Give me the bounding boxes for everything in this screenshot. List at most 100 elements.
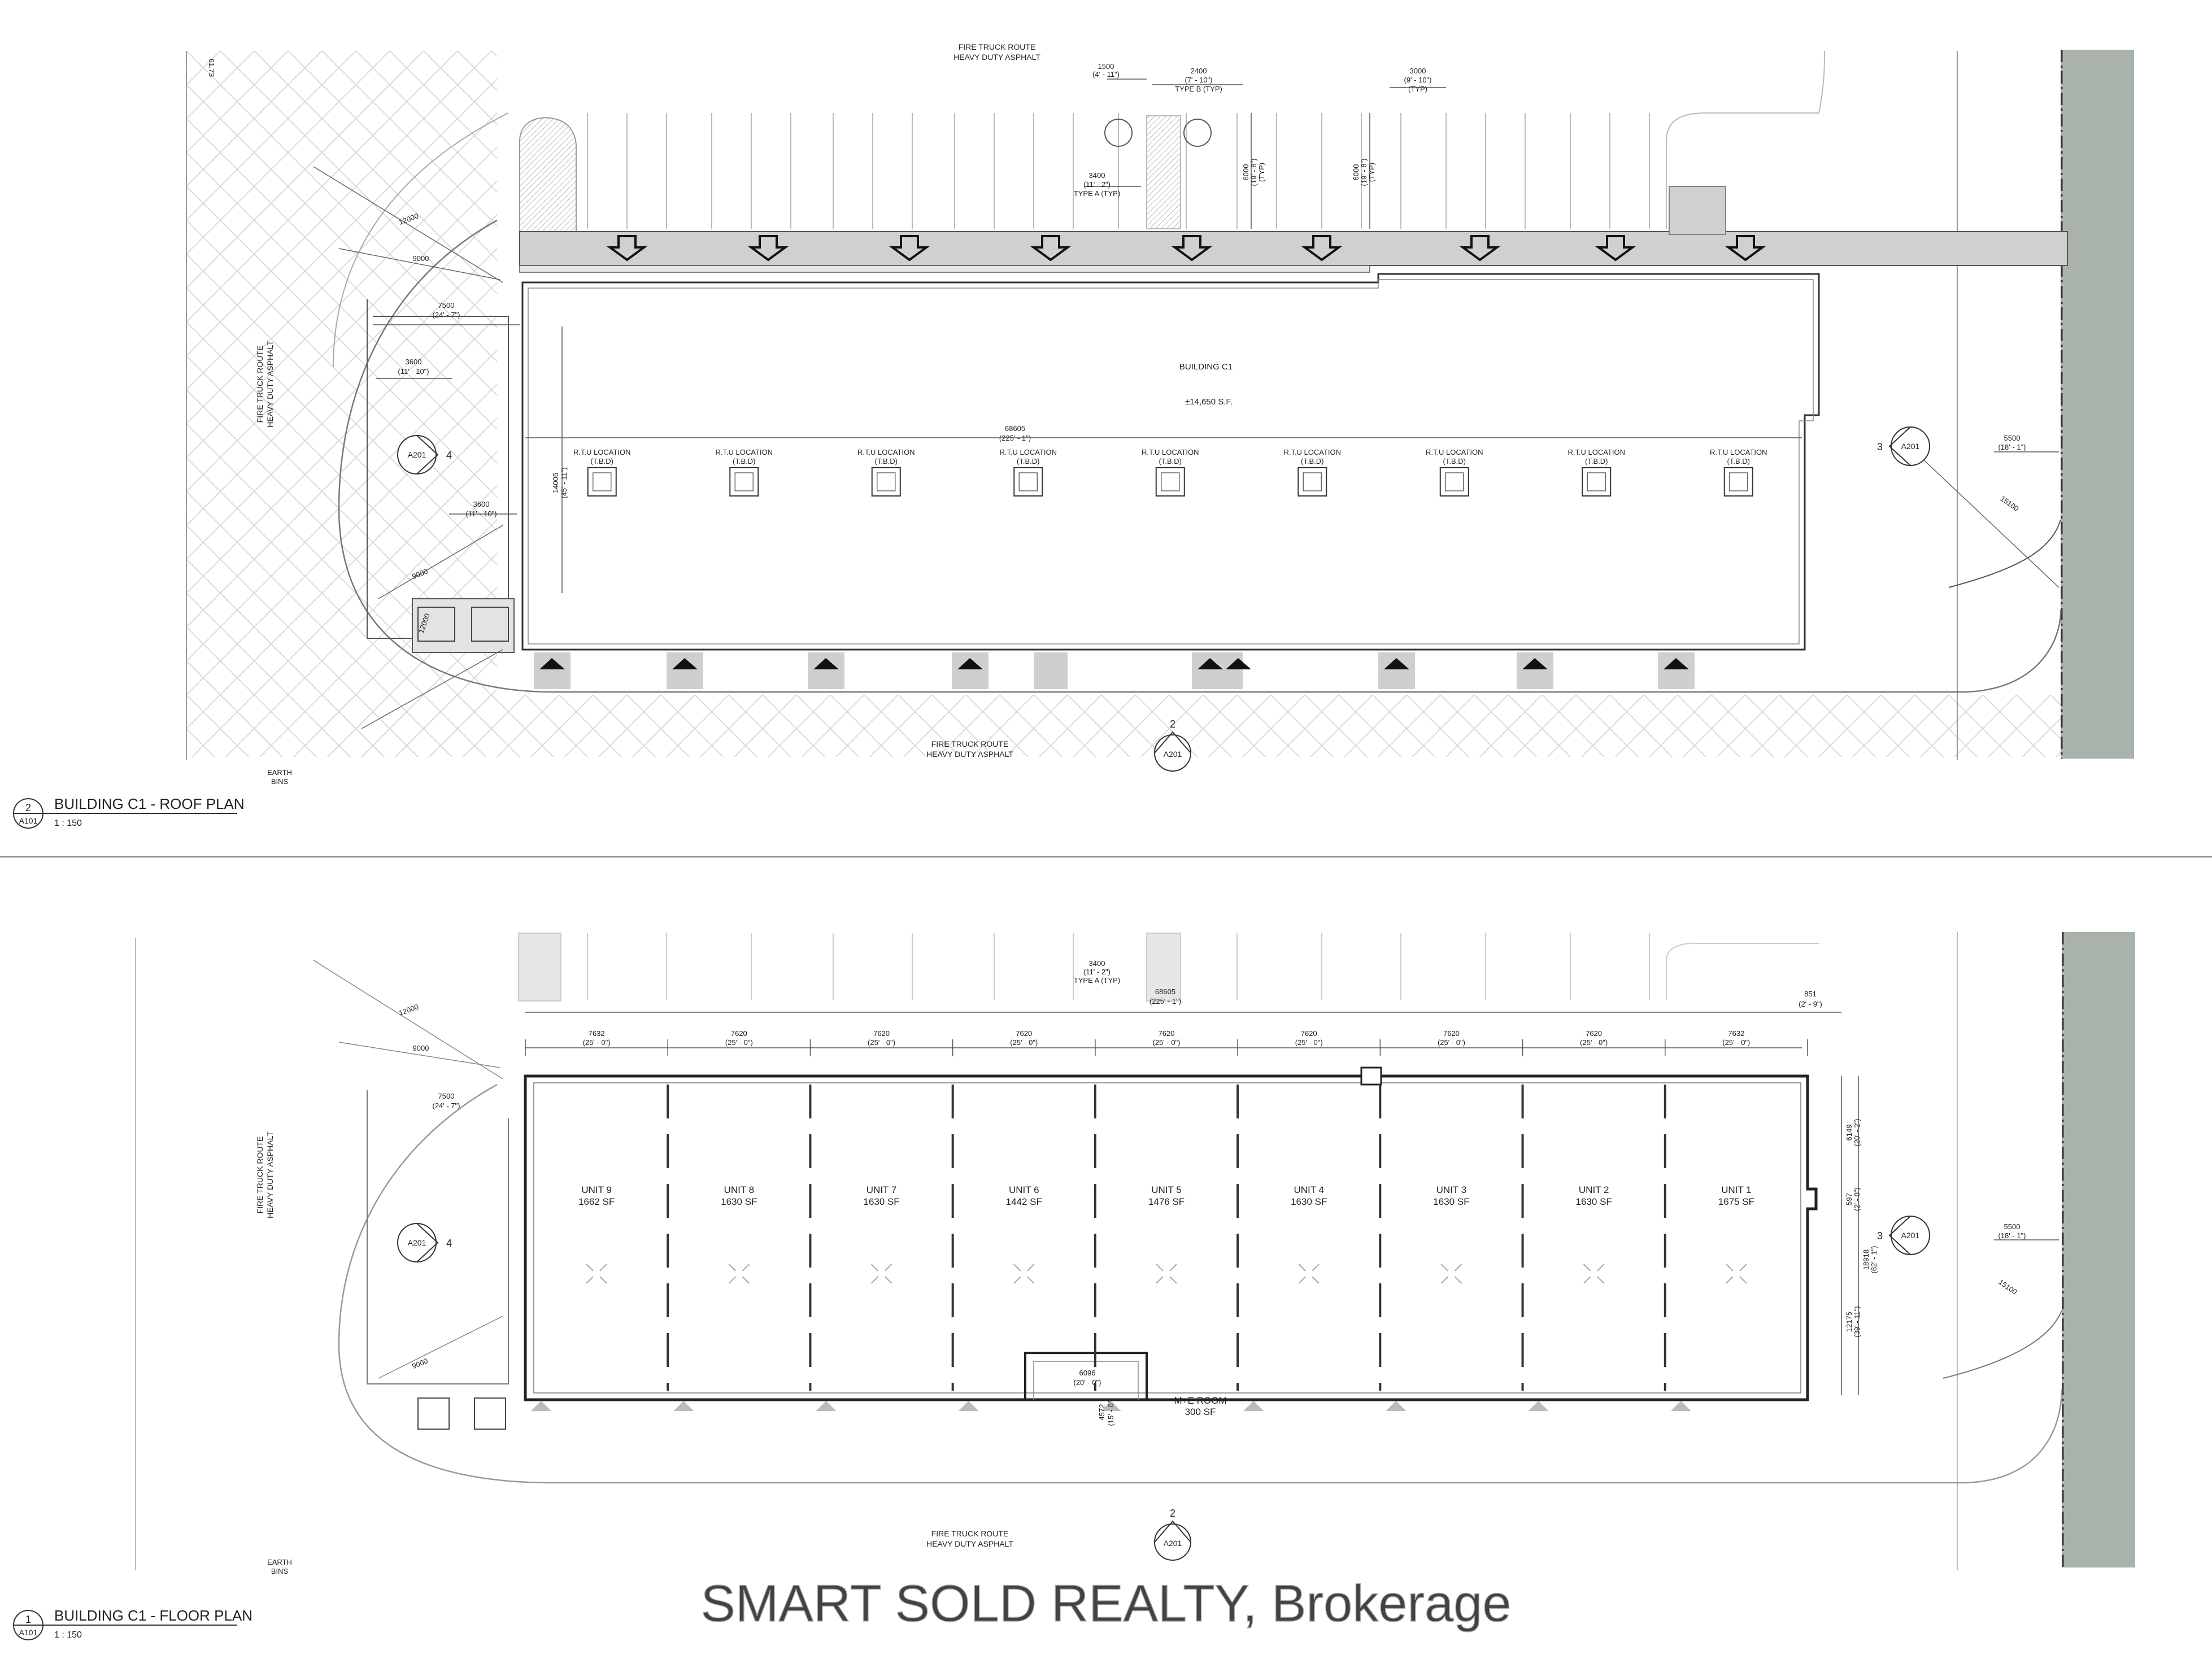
route-top-line1: FIRE TRUCK ROUTE xyxy=(959,42,1036,51)
rtu-label: R.T.U LOCATION xyxy=(999,448,1057,456)
svg-text:4: 4 xyxy=(446,1238,452,1249)
right-dim-total: 18918 xyxy=(1862,1249,1870,1270)
rtu-box-inner xyxy=(1161,472,1180,491)
dim-3400-ft: (11' - 2") xyxy=(1083,180,1111,189)
rtu-box xyxy=(1297,467,1327,497)
rtu-unit: R.T.U LOCATION(T.B.D) xyxy=(857,448,915,497)
dim-3600b-ft: (11' - 10") xyxy=(465,510,497,518)
rear-door-marker xyxy=(673,1401,694,1411)
unit-name: UNIT 4 xyxy=(1294,1185,1324,1195)
unit-area: 1476 SF xyxy=(1148,1196,1185,1207)
roof-dimension-lines xyxy=(373,79,2059,593)
dim-1500: 1500 xyxy=(1098,62,1114,71)
unit-area: 1630 SF xyxy=(1576,1196,1612,1207)
rear-door-marker xyxy=(1386,1401,1407,1411)
floor-section-tag-4[interactable]: A201 4 xyxy=(397,1223,452,1262)
floor-overall-length-ft: (225' - 1") xyxy=(1149,997,1181,1005)
landscape-strip xyxy=(2061,50,2134,759)
rtu-label: R.T.U LOCATION xyxy=(715,448,773,456)
unit-name: UNIT 5 xyxy=(1151,1185,1182,1195)
floor-dim-7500-ft: (24' - 7") xyxy=(433,1101,460,1110)
rtu-label-tbd: (T.B.D) xyxy=(875,457,898,465)
dim-7500-ft: (24' - 7") xyxy=(433,311,460,319)
svg-text:BUILDING C1 - ROOF PLAN: BUILDING C1 - ROOF PLAN xyxy=(54,795,245,812)
bay-dim-ft: (25' - 0") xyxy=(1153,1038,1181,1047)
rtu-unit: R.T.U LOCATION(T.B.D) xyxy=(573,448,631,497)
floor-route-bottom-line1: FIRE TRUCK ROUTE xyxy=(931,1529,1009,1538)
unit-center-mark-icon xyxy=(1156,1264,1177,1284)
dim-2400-ft: (7' - 10") xyxy=(1185,76,1213,84)
heavy-duty-asphalt-bottom xyxy=(316,695,2073,757)
rtu-box-inner xyxy=(877,472,896,491)
rtu-label: R.T.U LOCATION xyxy=(1567,448,1625,456)
rtu-box xyxy=(1723,467,1753,497)
rtu-unit: R.T.U LOCATION(T.B.D) xyxy=(1283,448,1341,497)
rear-door-marker xyxy=(816,1401,837,1411)
section-tag-4[interactable]: A201 4 xyxy=(397,435,452,474)
unit-center-mark-icon xyxy=(1583,1264,1605,1284)
bay-dim: 7620 xyxy=(1301,1029,1317,1038)
parking-ref-type: TYPE A (TYP) xyxy=(1074,976,1120,985)
svg-text:2: 2 xyxy=(1170,1508,1175,1519)
unit-area: 1675 SF xyxy=(1718,1196,1754,1207)
bay-dim-ft: (25' - 0") xyxy=(868,1038,895,1047)
section-tag-3[interactable]: A201 3 xyxy=(1877,426,1930,466)
floor-dimension-lines xyxy=(525,1012,2059,1395)
svg-text:A101: A101 xyxy=(19,816,38,825)
rtu-label: R.T.U LOCATION xyxy=(1142,448,1199,456)
parking-ref-mm: 3400 xyxy=(1089,959,1105,968)
right-dim-mid-ft: (2' - 0") xyxy=(1853,1187,1861,1211)
floor-section-tag-3[interactable]: A201 3 xyxy=(1877,1216,1930,1255)
rtu-box-inner xyxy=(1303,472,1322,491)
dim-3000-typ: (TYP) xyxy=(1408,85,1427,93)
bin-1 xyxy=(417,607,455,642)
unit-area: 1662 SF xyxy=(578,1196,615,1207)
svg-text:A201: A201 xyxy=(408,450,426,459)
dim-3000-ft: (9' - 10") xyxy=(1404,76,1432,84)
section-tag-2[interactable]: A201 2 xyxy=(1154,719,1191,772)
svg-text:2: 2 xyxy=(1170,719,1175,730)
column-center xyxy=(1360,1066,1382,1086)
drive-aisle-curve xyxy=(338,219,2062,693)
route-left-line1: FIRE TRUCK ROUTE xyxy=(255,346,264,423)
depth-mm: 14005 xyxy=(551,473,560,493)
bay-dim: 7632 xyxy=(589,1029,605,1038)
rear-door-marker xyxy=(1100,1401,1121,1411)
dim-2400-type: TYPE B (TYP) xyxy=(1175,85,1222,93)
overall-length-ft: (225' - 1") xyxy=(999,434,1031,442)
right-dim-total-ft: (62' - 1") xyxy=(1870,1246,1878,1274)
floor-route-left-line1: FIRE TRUCK ROUTE xyxy=(255,1137,264,1214)
rtu-box-inner xyxy=(593,472,612,491)
unit-name: UNIT 1 xyxy=(1721,1185,1752,1195)
building-exterior-wall-inner xyxy=(533,1082,1801,1394)
floor-plan-title-block: 1 A101 BUILDING C1 - FLOOR PLAN 1 : 150 xyxy=(13,1607,252,1640)
dim-3600a-ft: (11' - 10") xyxy=(398,367,429,376)
rtu-box xyxy=(871,467,901,497)
floor-plan: 68605 (225' - 1") 851 (2' - 9") 3400 (11… xyxy=(13,932,2135,1640)
floor-radius-9000a: 9000 xyxy=(413,1044,429,1052)
parking-stalls-top-floor xyxy=(518,933,1819,1002)
dim-6000a: 6000 xyxy=(1242,164,1250,181)
svg-text:1 : 150: 1 : 150 xyxy=(54,818,82,828)
rtu-unit: R.T.U LOCATION(T.B.D) xyxy=(1142,448,1199,497)
dim-5500: 5500 xyxy=(2004,434,2021,442)
floor-overall-length: 68605 xyxy=(1155,987,1175,996)
rtu-label: R.T.U LOCATION xyxy=(1283,448,1341,456)
floor-dim-7500: 7500 xyxy=(438,1092,455,1100)
rear-door-marker xyxy=(1670,1401,1691,1411)
rtu-label-tbd: (T.B.D) xyxy=(1017,457,1039,465)
landscape-strip-floor xyxy=(2062,932,2135,1567)
unit-area: 1630 SF xyxy=(1291,1196,1327,1207)
canopy-edge xyxy=(519,265,1370,273)
bin-2-floor xyxy=(474,1397,506,1430)
rtu-box xyxy=(1013,467,1043,497)
me-room-depth-ft: (15' - 0") xyxy=(1107,1399,1115,1426)
bay-dim-ft: (25' - 0") xyxy=(583,1038,611,1047)
rear-door-marker xyxy=(1243,1401,1264,1411)
dim-6000b-typ: (TYP) xyxy=(1368,163,1376,182)
bin-2 xyxy=(471,607,509,642)
unit-name: UNIT 7 xyxy=(866,1185,897,1195)
floor-section-tag-2[interactable]: A201 2 xyxy=(1154,1508,1191,1561)
unit-center-mark-icon xyxy=(586,1264,607,1284)
